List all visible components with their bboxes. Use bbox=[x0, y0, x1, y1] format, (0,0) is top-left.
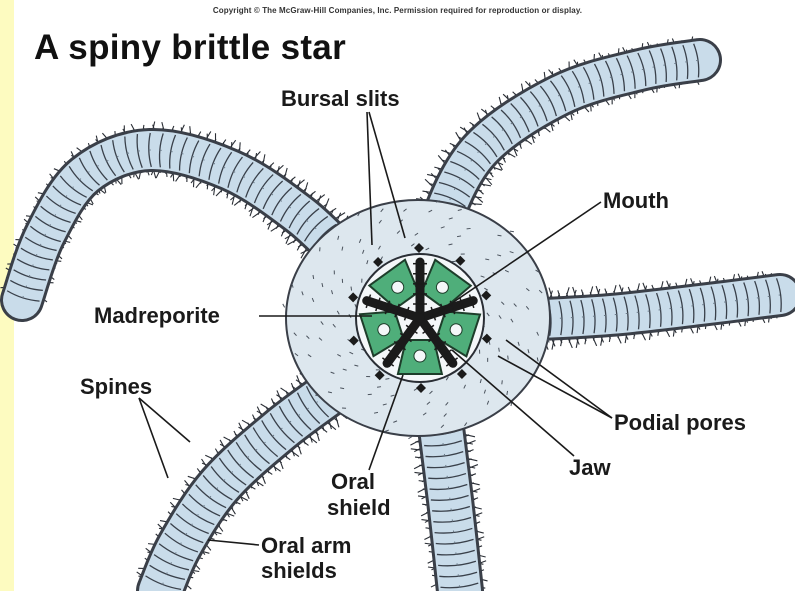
label-oral-arm-shields-line1: Oral arm bbox=[261, 533, 352, 558]
disc-spine bbox=[340, 388, 344, 389]
label-madreporite: Madreporite bbox=[94, 303, 220, 328]
disc-spine bbox=[313, 275, 314, 279]
disc-spine bbox=[377, 387, 381, 388]
label-jaw: Jaw bbox=[569, 455, 611, 480]
disc-spine bbox=[351, 287, 352, 291]
label-oral-shield-line1: Oral bbox=[331, 469, 375, 494]
label-oral-arm-shields-line2: shields bbox=[261, 558, 337, 583]
label-oral-shield-line2: shield bbox=[327, 495, 391, 520]
disc-spine bbox=[283, 304, 285, 308]
disc-spine bbox=[507, 391, 508, 395]
disc-spine bbox=[497, 235, 501, 236]
disc-spine bbox=[508, 356, 509, 360]
disc-spine bbox=[499, 348, 500, 352]
disc-spine bbox=[408, 437, 411, 439]
disc-spine bbox=[385, 379, 389, 380]
label-podial-pores: Podial pores bbox=[614, 410, 746, 435]
oral-shield-window bbox=[414, 350, 426, 362]
label-bursal-slits: Bursal slits bbox=[281, 86, 400, 111]
disc-spine bbox=[510, 231, 514, 232]
disc-spine bbox=[502, 380, 503, 384]
disc-spine bbox=[457, 236, 461, 237]
label-spines: Spines bbox=[80, 374, 152, 399]
label-mouth: Mouth bbox=[603, 188, 669, 213]
leader-oral-arm-shields bbox=[208, 540, 259, 545]
